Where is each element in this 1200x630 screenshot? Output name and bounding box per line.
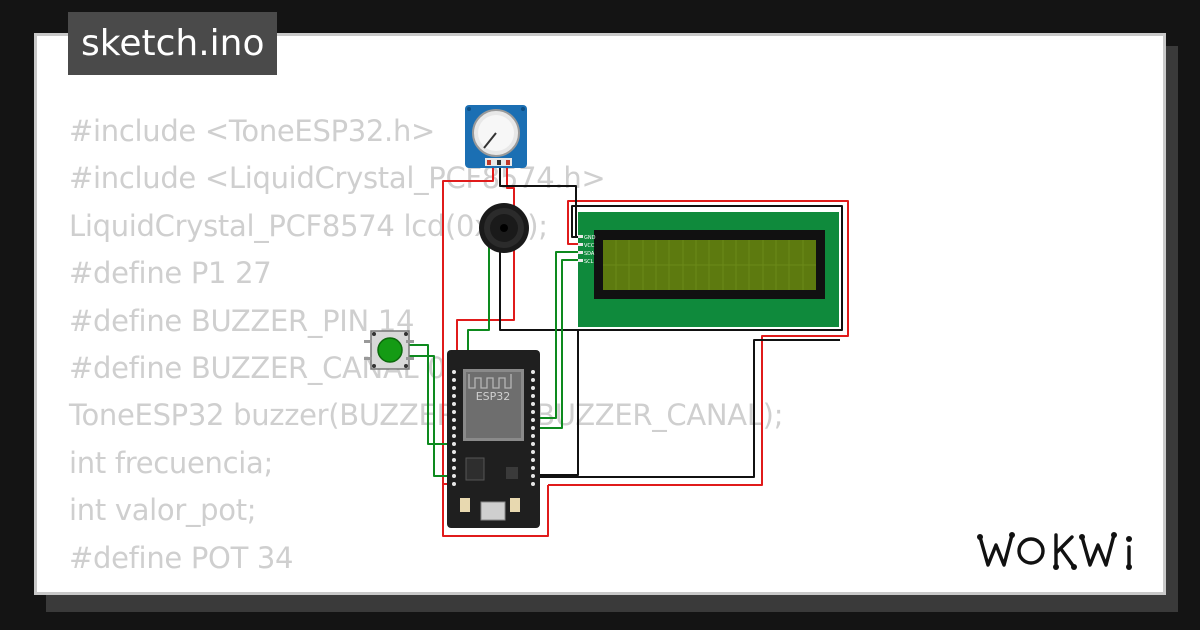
wire-green [403,344,455,445]
wires [403,165,849,537]
lcd-pin-label: SCL [584,259,594,265]
lcd-pin-label: VCC [584,243,595,249]
chip-label: ESP32 [476,390,511,403]
sketch-title-tab[interactable]: sketch.ino [68,12,278,75]
buzzer-icon [479,203,529,253]
code-line: #define BUZZER_CANAL 0 [69,351,446,386]
wokwi-logo-icon [977,532,1132,570]
code-line: #include <LiquidCrystal_PCF8574.h> [69,161,606,196]
potentiometer-icon [465,105,527,168]
wire-black [499,205,843,331]
wire-green [540,259,578,429]
code-line: #define POT 34 [69,540,294,575]
wokwi-logo [976,525,1151,580]
code-background: #include <ToneESP32.h> #include <LiquidCr… [69,108,783,592]
code-line: #define P1 27 [69,256,272,291]
esp32-board-icon: ESP32 [447,350,540,528]
wire-red [442,165,549,537]
wire-red [548,200,849,486]
lcd-pin-label: SDA [584,251,595,257]
wire-green [403,355,455,477]
wire-black [540,339,840,478]
lcd-pin-label: GND [584,235,596,241]
code-line: void setup() { [69,582,783,592]
wire-green [540,251,578,419]
lcd-module-icon: GND VCC SDA SCL [578,212,839,327]
wire-black [540,330,579,476]
pushbutton-icon [364,330,414,370]
code-line: #include <ToneESP32.h> [69,114,436,148]
code-line: #define BUZZER_PIN 14 [69,303,415,338]
wire-red [456,165,515,352]
code-line: int frecuencia; [69,445,273,480]
code-line: int valor_pot; [69,493,257,528]
